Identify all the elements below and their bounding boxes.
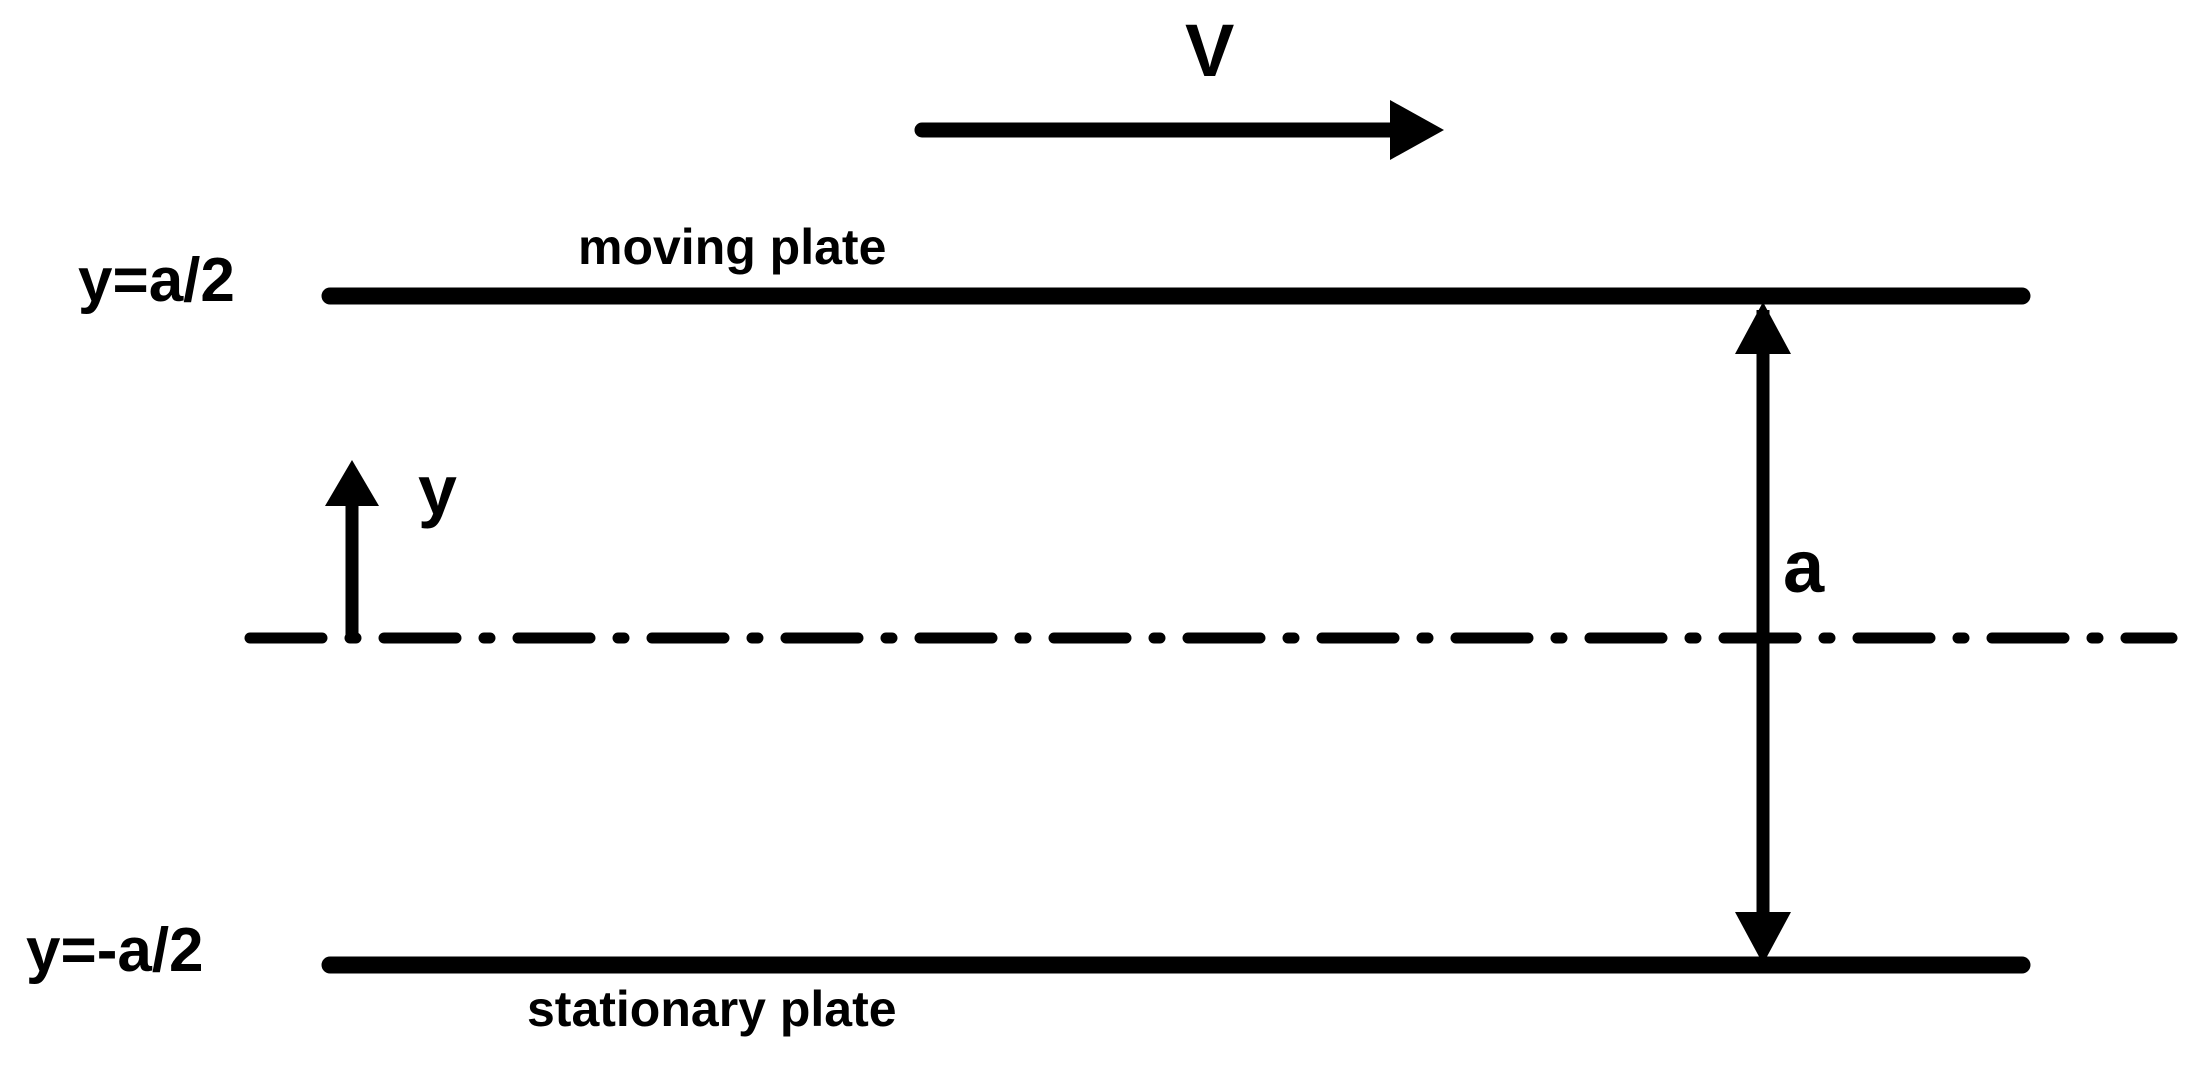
label-stationary-plate: stationary plate bbox=[527, 981, 897, 1037]
gap-arrow-head-top bbox=[1735, 302, 1791, 354]
label-gap-symbol: a bbox=[1783, 525, 1825, 608]
velocity-arrow-right bbox=[914, 100, 1444, 160]
label-moving-plate: moving plate bbox=[578, 219, 887, 275]
label-y-axis-symbol: y bbox=[418, 451, 457, 529]
y-axis-arrow-head bbox=[325, 460, 379, 506]
label-bottom-wall-coordinate: y=-a/2 bbox=[26, 916, 204, 985]
y-axis-arrow-up bbox=[325, 460, 379, 640]
gap-dimension-double-arrow bbox=[1735, 302, 1791, 964]
velocity-arrow-head bbox=[1390, 100, 1444, 160]
gap-arrow-head-bottom bbox=[1735, 912, 1791, 964]
label-top-wall-coordinate: y=a/2 bbox=[78, 246, 235, 315]
label-velocity-symbol: V bbox=[1185, 9, 1235, 92]
